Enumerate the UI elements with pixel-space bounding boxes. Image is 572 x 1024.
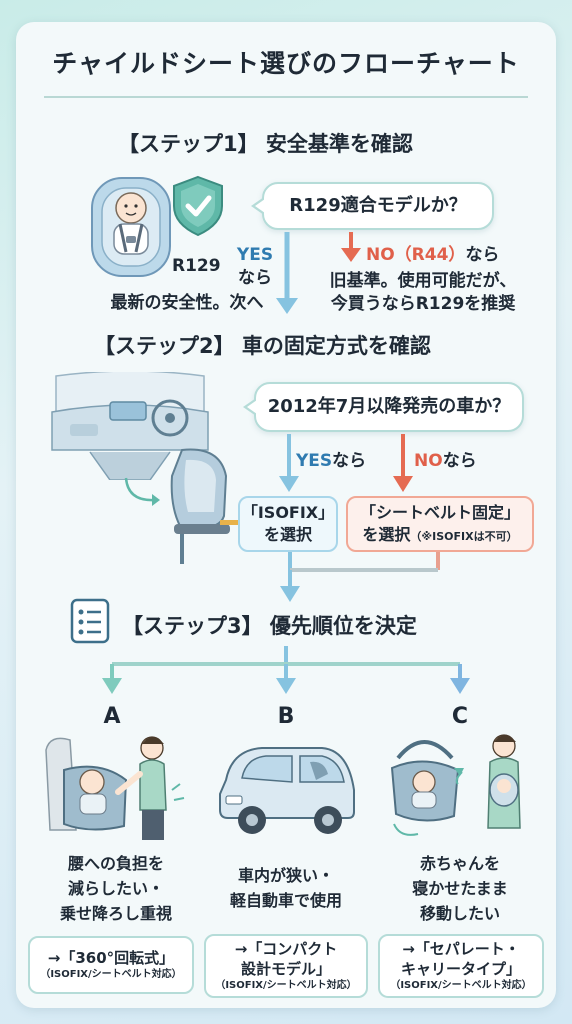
option-c-description: 赤ちゃんを 寝かせたまま 移動したい <box>372 852 548 926</box>
step1-no-text: NO（R44）なら <box>366 244 499 267</box>
step2-no-label: NO <box>414 451 443 471</box>
seatbelt-result-note: （※ISOFIXは不可） <box>410 530 518 543</box>
isofix-result-line1: 「ISOFIX」 <box>241 503 335 523</box>
isofix-result-box: 「ISOFIX」 を選択 <box>238 496 338 552</box>
step3-heading: 【ステップ3】 優先順位を決定 <box>122 614 417 638</box>
option-b-note: （ISOFIX/シートベルト対応） <box>215 980 357 991</box>
seatbelt-result-line2: を選択 <box>362 525 411 544</box>
option-b-line1: 車内が狭い・ <box>237 866 334 885</box>
option-a-note: （ISOFIX/シートベルト対応） <box>40 969 182 981</box>
checklist-icon <box>70 598 110 644</box>
step2-yes-suffix: なら <box>332 451 367 471</box>
carrier-illustration <box>384 728 534 844</box>
option-a-line1: 腰への負担を <box>67 854 164 873</box>
rotating-seat-illustration <box>40 730 190 842</box>
merge-arrow <box>278 552 448 604</box>
car-interior-illustration <box>50 372 210 480</box>
option-c-line1: 赤ちゃんを <box>419 854 500 873</box>
isofix-seat-illustration <box>160 446 240 566</box>
curved-arrow-icon <box>122 474 162 510</box>
option-b-description: 車内が狭い・ 軽自動車で使用 <box>200 864 372 914</box>
option-b-line2: 軽自動車で使用 <box>229 890 342 910</box>
step2-no-text: NOなら <box>414 450 477 473</box>
step1-no-arrow <box>338 232 364 264</box>
option-c-note: （ISOFIX/シートベルト対応） <box>390 980 532 991</box>
isofix-result-line2: を選択 <box>263 525 312 544</box>
option-b-result2: 設計モデル」 <box>240 959 331 978</box>
option-a-line2: 減らしたい・ <box>67 878 164 898</box>
option-a-result-box: →「360°回転式」 （ISOFIX/シートベルト対応） <box>28 936 194 994</box>
step1-no-suffix: なら <box>465 245 500 265</box>
step1-no-result: 旧基準。使用可能だが、 今買うならR129を推奨 <box>308 270 538 316</box>
option-a-letter: A <box>103 704 121 729</box>
option-a-result: →「360°回転式」 <box>47 948 175 967</box>
option-c-result1: →「セパレート・ <box>402 940 520 958</box>
option-c-line2: 寝かせたまま <box>412 878 508 898</box>
step1-question-bubble: R129適合モデルか？ <box>251 182 494 230</box>
option-b-result1: →「コンパクト <box>234 940 338 958</box>
step1-yes-label: YES <box>236 245 274 265</box>
seatbelt-result-line1: 「シートベルト固定」 <box>359 503 520 523</box>
step3-branch-arrows <box>98 646 474 696</box>
step2-no-arrow <box>388 434 418 496</box>
step1-yes-text: YES なら <box>232 244 278 290</box>
option-c-result-box: →「セパレート・ キャリータイプ」 （ISOFIX/シートベルト対応） <box>378 934 544 998</box>
step2-question-bubble: 2012年7月以降発売の車か？ <box>243 382 524 432</box>
step1-yes-suffix: なら <box>238 267 272 288</box>
step2-no-suffix: なら <box>442 451 477 471</box>
step2-heading: 【ステップ2】 車の固定方式を確認 <box>94 334 431 358</box>
option-c-letter: C <box>451 704 469 729</box>
step1-no-line1: 旧基準。使用可能だが、 <box>329 271 517 291</box>
baby-seat-illustration <box>86 170 176 282</box>
option-b-result-box: →「コンパクト 設計モデル」 （ISOFIX/シートベルト対応） <box>204 934 368 998</box>
option-a-line3: 乗せ降ろし重視 <box>59 903 172 923</box>
shield-check-icon <box>170 174 226 238</box>
step1-no-label: NO（R44） <box>366 245 466 265</box>
step1-no-line2: 今買うならR129を推奨 <box>330 293 516 314</box>
step1-yes-result: 最新の安全性。次へ <box>110 293 264 313</box>
step2-yes-text: YESなら <box>296 450 366 473</box>
step1-yes-arrow <box>272 232 302 316</box>
seatbelt-result-box: 「シートベルト固定」 を選択（※ISOFIXは不可） <box>346 496 534 552</box>
option-c-line3: 移動したい <box>419 903 500 923</box>
title-divider <box>44 96 528 98</box>
step2-yes-label: YES <box>296 451 333 471</box>
page-title: チャイルドシート選びのフローチャート <box>52 49 520 78</box>
compact-car-illustration <box>212 740 362 840</box>
step1-heading: 【ステップ1】 安全基準を確認 <box>118 132 413 156</box>
option-c-result2: キャリータイプ」 <box>400 959 521 978</box>
option-a-description: 腰への負担を 減らしたい・ 乗せ降ろし重視 <box>28 852 204 926</box>
step2-yes-arrow <box>274 434 304 496</box>
option-b-letter: B <box>277 704 295 729</box>
r129-badge-label: R129 <box>172 256 221 276</box>
